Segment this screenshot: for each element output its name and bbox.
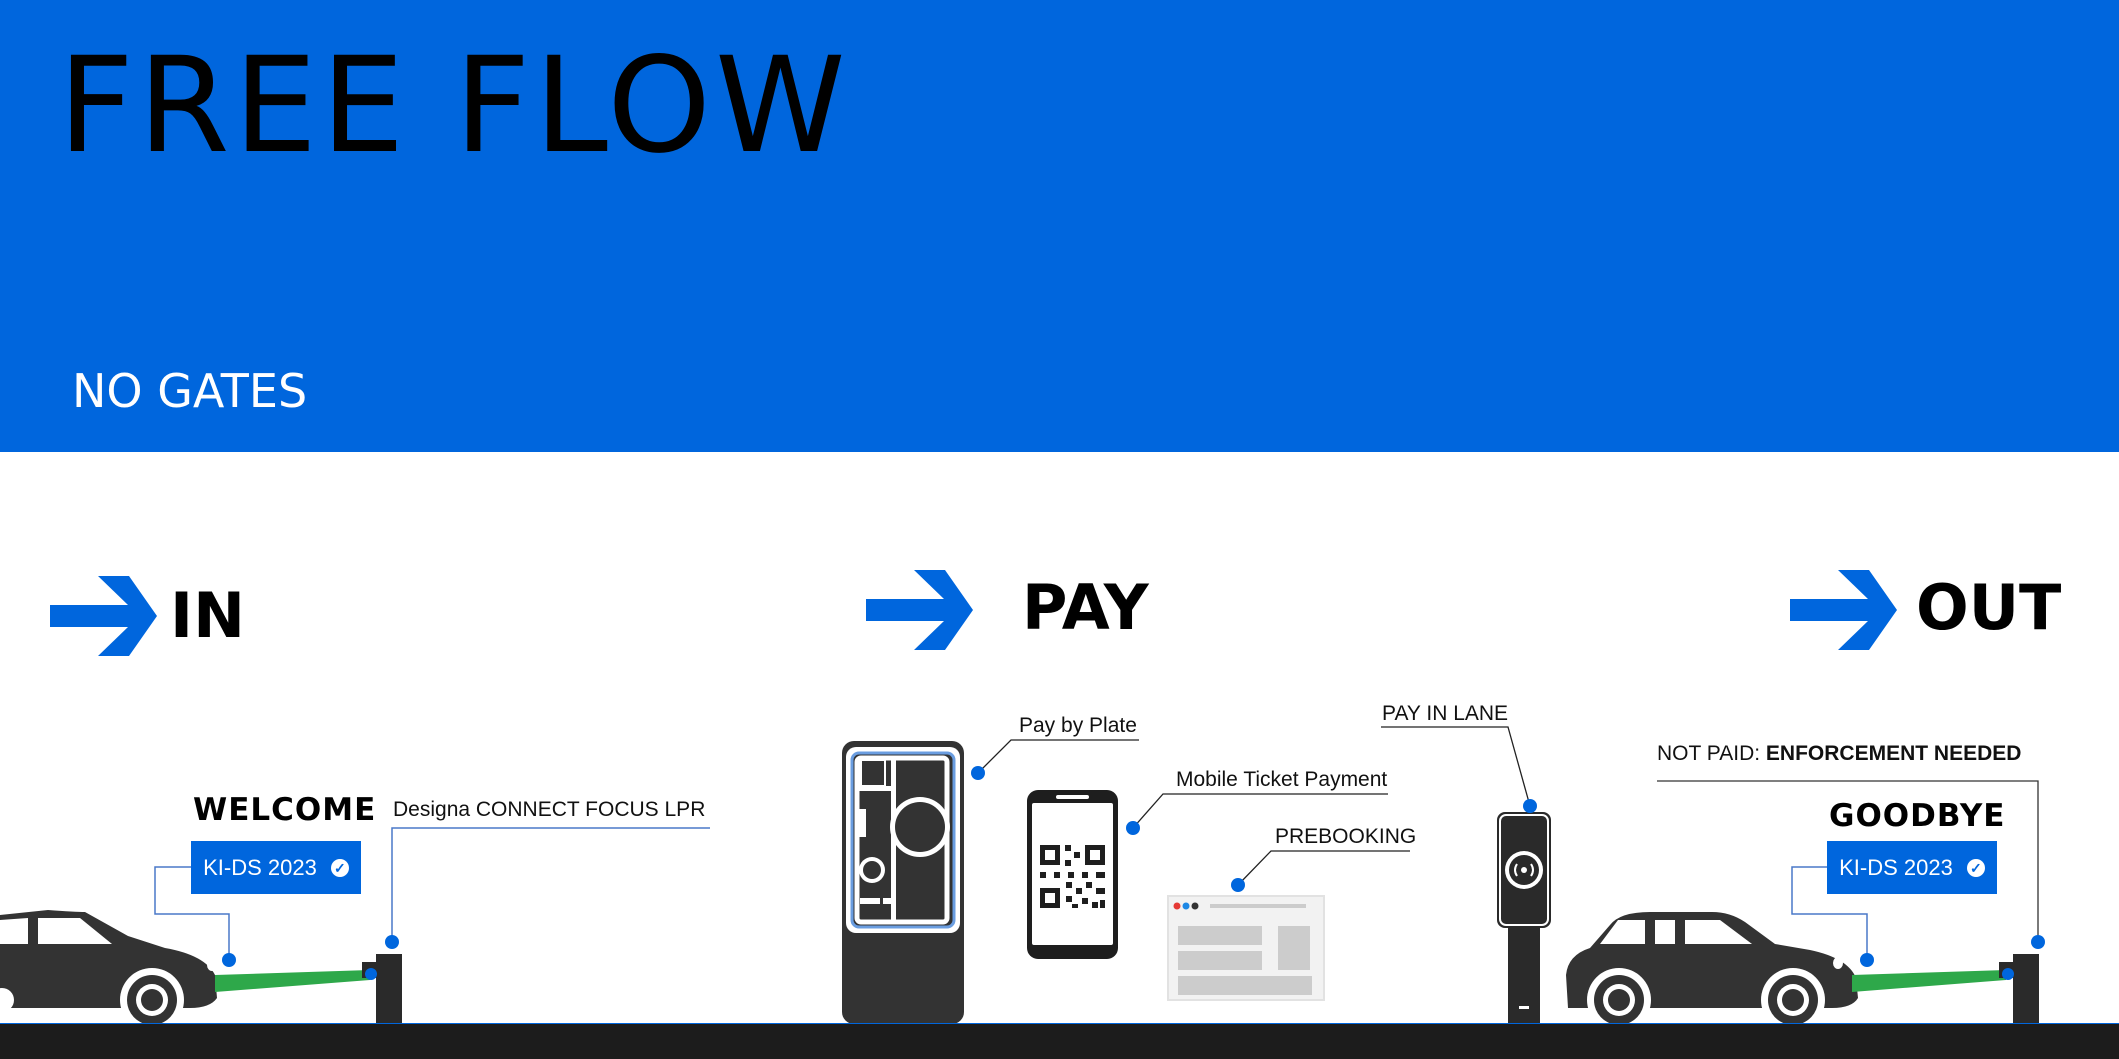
exit-leader-lines bbox=[1791, 866, 1868, 960]
stage-in-label: IN bbox=[170, 579, 245, 652]
stage-pay-label: PAY bbox=[1022, 571, 1149, 644]
lpr-beam bbox=[215, 970, 370, 992]
page-title: FREE FLOW bbox=[58, 29, 850, 183]
prebooking-label: PREBOOKING bbox=[1275, 825, 1417, 848]
check-icon: ✓ bbox=[1966, 858, 1985, 877]
enforcement-leader-line bbox=[1657, 780, 2039, 942]
welcome-sign: WELCOME bbox=[193, 792, 377, 828]
enforcement-label: NOT PAID: ENFORCEMENT NEEDED bbox=[1657, 743, 2021, 764]
pay-in-lane-label: PAY IN LANE bbox=[1382, 702, 1509, 725]
pay-by-plate-label: Pay by Plate bbox=[1019, 714, 1137, 737]
lpr-camera-icon bbox=[1999, 954, 2039, 1024]
arrow-right-icon bbox=[1790, 570, 1897, 650]
road bbox=[0, 1024, 2119, 1059]
check-icon: ✓ bbox=[330, 858, 349, 877]
callout-dot bbox=[222, 935, 399, 967]
enforcement-emphasis: ENFORCEMENT NEEDED bbox=[1765, 742, 2022, 765]
callout-dot bbox=[1860, 935, 2045, 967]
license-plate-badge: KI-DS 2023 ✓ bbox=[191, 841, 361, 894]
goodbye-sign: GOODBYE bbox=[1829, 798, 2006, 834]
pay-station-icon bbox=[842, 741, 964, 1024]
in-lane-terminal-icon bbox=[1497, 812, 1551, 1024]
enforcement-prefix: NOT PAID: bbox=[1657, 742, 1766, 765]
car-icon bbox=[0, 910, 217, 1032]
license-plate-text: KI-DS 2023 bbox=[203, 854, 317, 880]
page-subtitle: NO GATES bbox=[72, 364, 308, 418]
entry-leader-lines bbox=[154, 827, 710, 960]
car-icon bbox=[1566, 912, 1858, 1032]
license-plate-badge: KI-DS 2023 ✓ bbox=[1827, 841, 1997, 894]
stage-out-label: OUT bbox=[1916, 571, 2062, 644]
license-plate-text: KI-DS 2023 bbox=[1839, 854, 1953, 880]
browser-window-icon bbox=[1167, 895, 1325, 1001]
arrow-right-icon bbox=[50, 576, 157, 656]
callout-dot bbox=[971, 766, 1537, 892]
header-banner bbox=[0, 0, 2119, 452]
mobile-ticket-label: Mobile Ticket Payment bbox=[1176, 768, 1388, 791]
arrow-right-icon bbox=[866, 570, 973, 650]
smartphone-icon bbox=[1027, 790, 1118, 959]
lpr-camera-icon bbox=[362, 954, 402, 1024]
pay-leader-lines bbox=[977, 726, 1531, 886]
qr-code-icon bbox=[1040, 845, 1105, 908]
lpr-camera-label: Designa CONNECT FOCUS LPR bbox=[393, 798, 706, 821]
lpr-beam bbox=[1852, 970, 2006, 992]
